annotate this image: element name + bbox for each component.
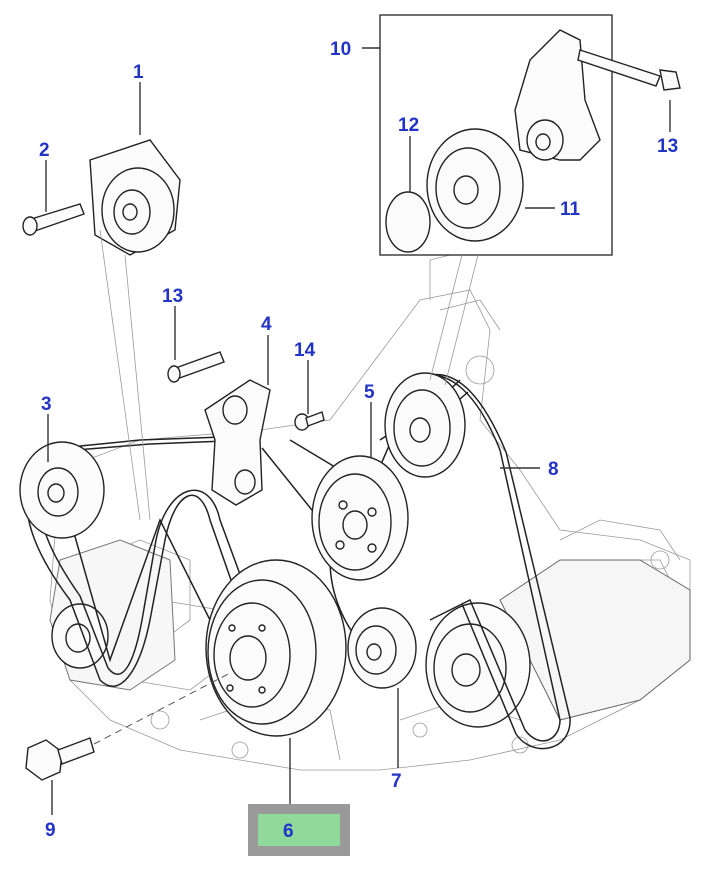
callout-4[interactable]: 4 xyxy=(261,314,272,335)
callout-11[interactable]: 11 xyxy=(560,199,581,220)
callout-2[interactable]: 2 xyxy=(39,140,50,161)
callout-13-upper[interactable]: 13 xyxy=(657,136,678,157)
idler-pulley-left xyxy=(19,441,105,539)
idler-pulley-lower xyxy=(347,607,417,689)
callout-3[interactable]: 3 xyxy=(41,394,52,415)
callout-12[interactable]: 12 xyxy=(398,115,419,136)
bolt-small xyxy=(294,411,325,431)
callout-5[interactable]: 5 xyxy=(364,382,375,403)
tensioner-bolt xyxy=(22,203,85,236)
ac-compressor xyxy=(425,559,691,728)
callout-14[interactable]: 14 xyxy=(294,340,316,361)
callouts: 1 2 3 4 5 6 7 8 9 10 11 12 13 13 14 xyxy=(39,39,678,842)
callout-10[interactable]: 10 xyxy=(330,39,351,60)
leader-lines xyxy=(45,47,671,815)
callout-13-lower[interactable]: 13 xyxy=(162,286,183,307)
tensioner-assembly xyxy=(89,139,181,521)
callout-1[interactable]: 1 xyxy=(133,62,144,83)
crankshaft-bolt xyxy=(25,671,233,781)
callout-9[interactable]: 9 xyxy=(45,820,56,841)
alternator xyxy=(49,539,176,691)
idler-bracket xyxy=(204,379,271,506)
callout-8[interactable]: 8 xyxy=(548,459,559,480)
crankshaft-pulley xyxy=(205,559,347,737)
highlight-box-inner xyxy=(258,814,340,846)
callout-7[interactable]: 7 xyxy=(391,771,402,792)
idler-pulley-upper xyxy=(384,372,466,478)
water-pump-pulley xyxy=(311,455,409,581)
callout-6[interactable]: 6 xyxy=(283,821,294,842)
bolt-upper-center xyxy=(167,351,225,383)
detail-inset xyxy=(379,14,681,386)
